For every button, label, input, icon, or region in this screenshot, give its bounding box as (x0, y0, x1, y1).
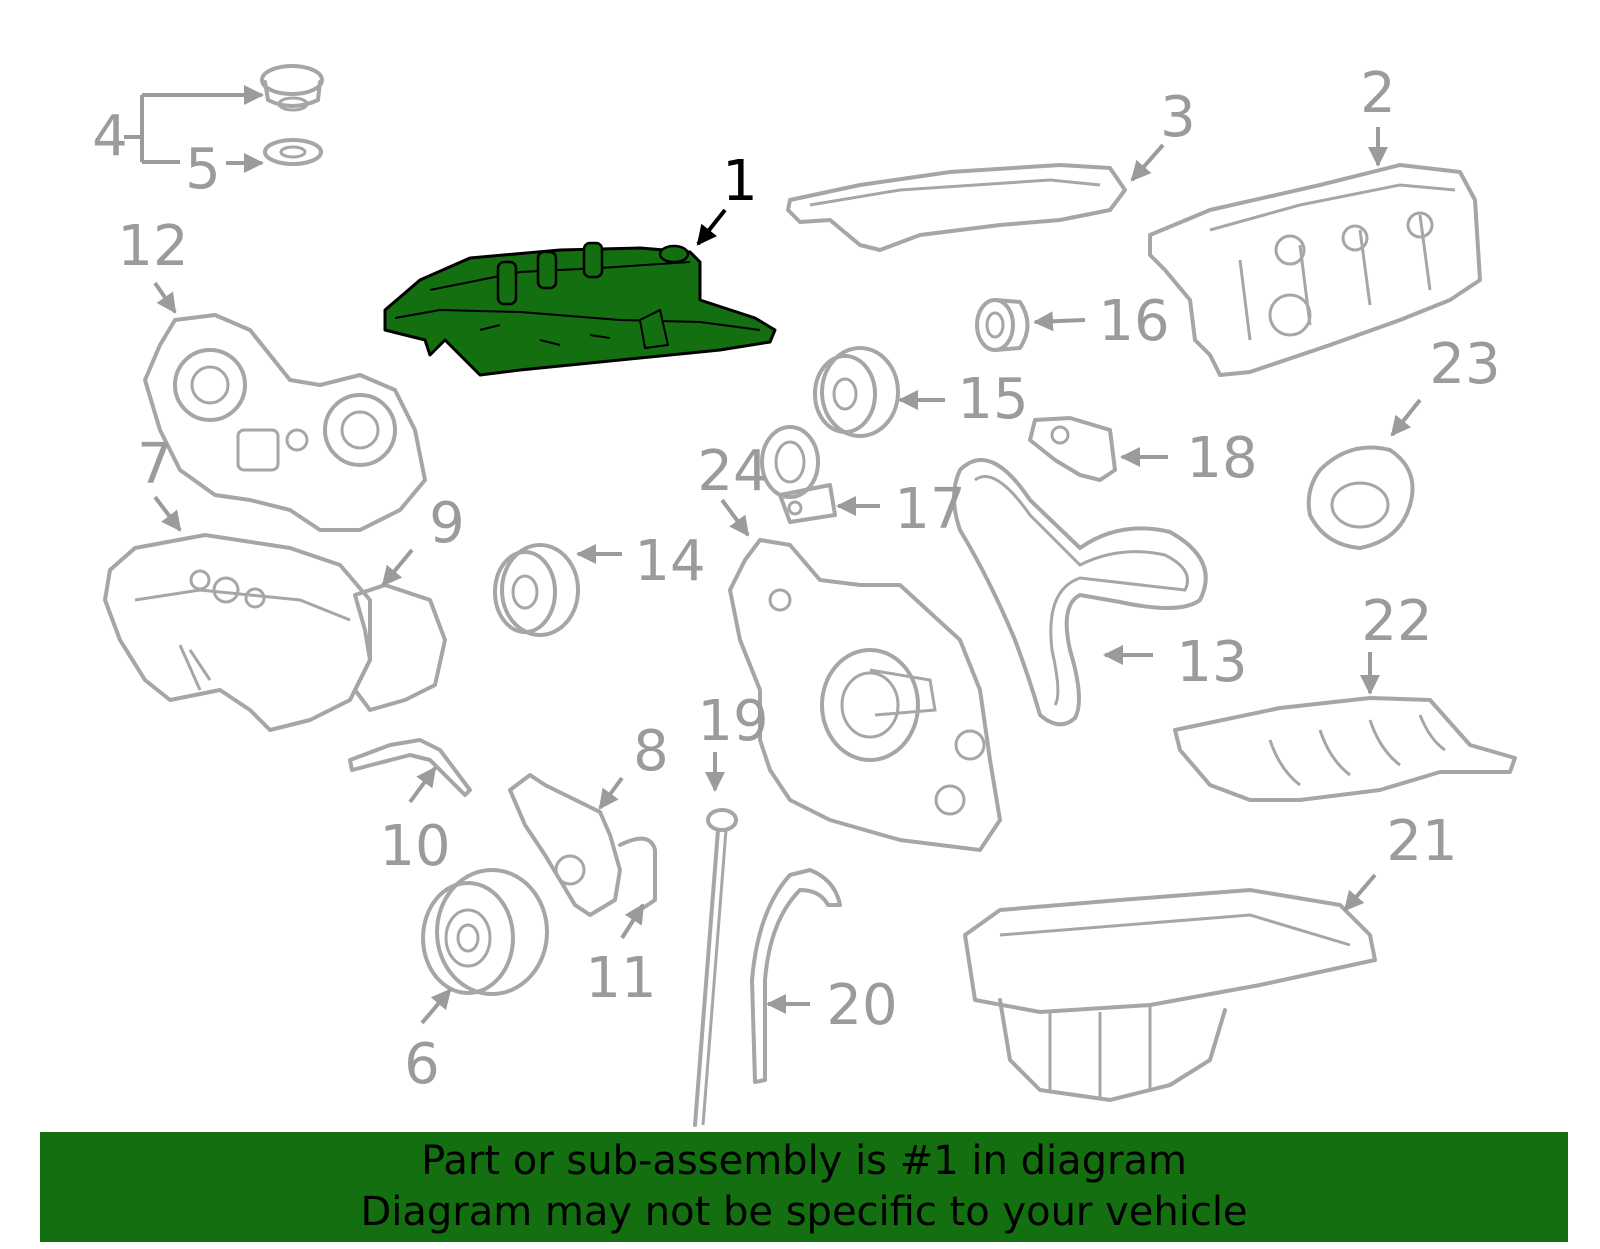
part-14-pulley[interactable] (493, 543, 580, 637)
part-16-bushing[interactable] (975, 298, 1030, 352)
callout-10[interactable]: 10 (379, 814, 450, 879)
callout-14[interactable]: 14 (634, 529, 705, 594)
part-12-timing-cover[interactable] (143, 313, 427, 532)
engine-parts-diagram: 1 2 3 4 5 6 7 8 9 10 11 12 13 14 15 16 1… (92, 61, 1517, 1127)
callout-13[interactable]: 13 (1176, 630, 1247, 695)
part-24-oil-pump[interactable] (728, 538, 1002, 852)
callout-12[interactable]: 12 (117, 214, 188, 279)
part-5-cap-gasket[interactable] (263, 138, 323, 166)
part-17-tensioner[interactable] (760, 425, 837, 524)
info-banner: Part or sub-assembly is #1 in diagram Di… (40, 1132, 1568, 1242)
part-9-gasket[interactable] (353, 583, 447, 712)
part-13-timing-belt[interactable] (952, 458, 1208, 727)
callout-7[interactable]: 7 (137, 432, 173, 497)
callout-8[interactable]: 8 (633, 719, 669, 784)
callout-18[interactable]: 18 (1186, 426, 1257, 491)
leader-lines (124, 85, 1422, 1025)
callout-3[interactable]: 3 (1160, 85, 1196, 150)
callout-15[interactable]: 15 (957, 367, 1028, 432)
callout-21[interactable]: 21 (1386, 809, 1457, 874)
callout-9[interactable]: 9 (429, 491, 465, 556)
part-2-head-cover[interactable] (1148, 163, 1482, 377)
callout-24[interactable]: 24 (697, 439, 768, 504)
part-7-belt-cover[interactable] (103, 533, 372, 732)
part-18-sensor[interactable] (1028, 416, 1117, 482)
part-22-baffle[interactable] (1173, 696, 1517, 802)
callout-17[interactable]: 17 (894, 477, 965, 542)
callout-4[interactable]: 4 (92, 104, 128, 169)
part-23-oil-filter[interactable] (1306, 445, 1415, 550)
part-8-bracket[interactable] (508, 773, 657, 917)
part-6-crank-pulley[interactable] (421, 868, 549, 996)
part-1-valve-cover[interactable] (383, 241, 777, 377)
callout-23[interactable]: 23 (1429, 332, 1500, 397)
part-4-oil-filler-cap[interactable] (260, 64, 324, 112)
callout-16[interactable]: 16 (1098, 289, 1169, 354)
callout-22[interactable]: 22 (1361, 589, 1432, 654)
callout-5[interactable]: 5 (185, 137, 221, 202)
callout-11[interactable]: 11 (585, 946, 656, 1011)
callout-6[interactable]: 6 (404, 1032, 440, 1097)
callout-19[interactable]: 19 (697, 689, 768, 754)
part-21-oil-pan[interactable] (963, 888, 1377, 1102)
part-20-dipstick-tube[interactable] (750, 868, 842, 1084)
callout-20[interactable]: 20 (826, 973, 897, 1038)
part-10-bracket[interactable] (348, 738, 472, 797)
part-19-dipstick[interactable] (693, 808, 738, 1127)
part-3-gasket[interactable] (786, 163, 1127, 252)
part-15-cam-pulley[interactable] (813, 346, 900, 438)
banner-line-2: Diagram may not be specific to your vehi… (360, 1189, 1248, 1235)
callout-1[interactable]: 1 (722, 149, 758, 214)
callout-2[interactable]: 2 (1360, 61, 1396, 126)
banner-line-1: Part or sub-assembly is #1 in diagram (421, 1138, 1187, 1184)
